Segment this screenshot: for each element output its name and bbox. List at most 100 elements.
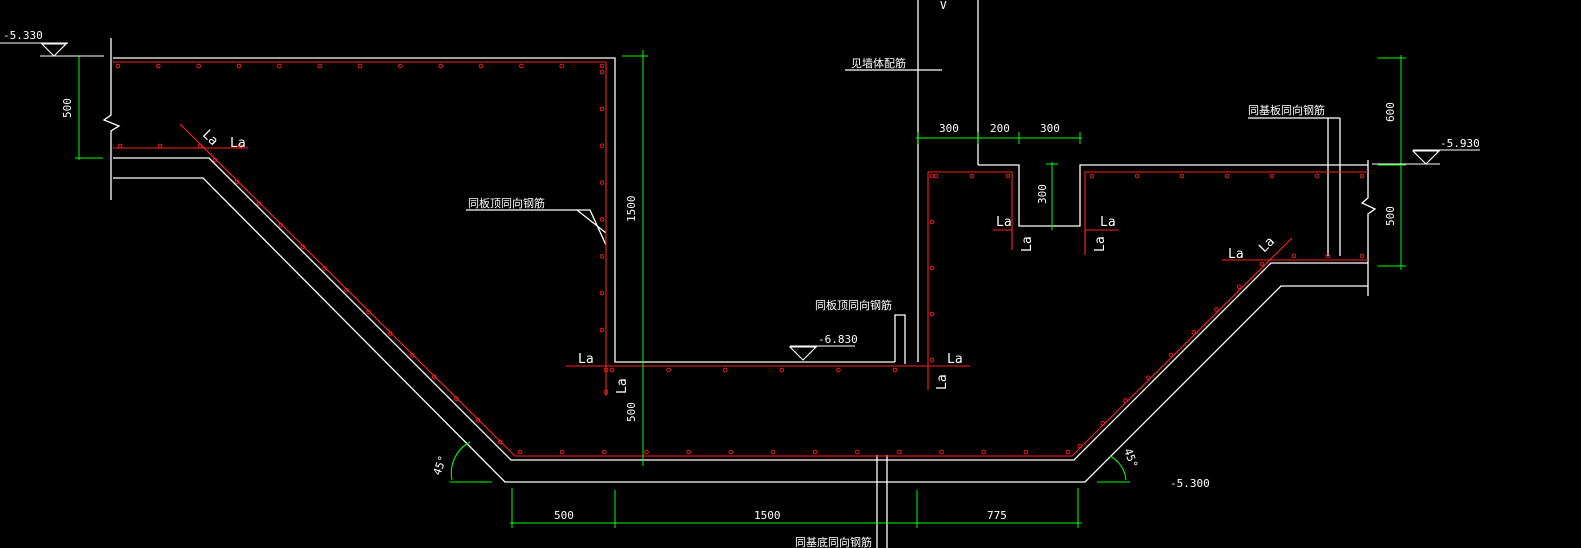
rebar-dot — [892, 367, 898, 373]
rebar-dot — [517, 449, 523, 455]
rebar-dot — [779, 367, 785, 373]
rebar-dot — [929, 357, 935, 363]
rebar-dot — [256, 201, 262, 206]
rebar-dot — [644, 449, 649, 455]
rebar-dot — [1224, 173, 1230, 179]
elev-pit-triangle — [788, 346, 818, 361]
rebar-dot — [1269, 173, 1275, 179]
rebar-dot — [366, 309, 371, 315]
rebar-dot — [609, 367, 615, 373]
rebar-dot — [1236, 284, 1242, 290]
rebar-dot — [453, 396, 459, 401]
dim-text-mid-1500: 1500 — [625, 196, 638, 223]
rebar-dot — [599, 254, 605, 259]
la-label-groove-left-vert: La — [1020, 236, 1035, 252]
rebar-dot — [1134, 173, 1140, 179]
la-label-groove-left: La — [996, 215, 1012, 230]
rebar-dot — [196, 63, 201, 69]
outline-right-break — [1360, 160, 1377, 296]
rebar-dot — [728, 449, 734, 455]
rebar-dot — [929, 311, 935, 317]
rebar-dot — [1168, 352, 1174, 358]
note-slab-top-pit: 同板顶同向钢筋 — [815, 298, 892, 312]
rebar-dot — [836, 367, 841, 373]
rebar-dot — [234, 179, 240, 184]
rebar-dot — [603, 367, 609, 373]
rebar-dot — [1145, 375, 1151, 381]
elev-top-left-triangle — [40, 43, 68, 57]
rebar-dot — [599, 106, 605, 112]
rebar-dot — [1100, 421, 1105, 426]
rebar-dot — [602, 449, 607, 455]
rebar-dot — [277, 63, 282, 69]
la-label-pit-right: La — [947, 352, 963, 367]
rebar-dot — [666, 367, 671, 373]
rebar-dot — [599, 290, 605, 296]
dim-text-right-500: 500 — [1384, 206, 1397, 226]
la-label-right-lap: La — [1228, 247, 1244, 262]
rebar-dot — [478, 63, 484, 69]
la-label-pit-left-vert: La — [615, 378, 630, 394]
rebar-dot — [344, 287, 349, 293]
rebar-dot — [686, 449, 691, 455]
rebar-dot — [1089, 173, 1095, 179]
dim-text-bottom-1500: 1500 — [754, 509, 781, 522]
note-slab-bottom: 同基底同向钢筋 — [795, 535, 872, 548]
rebar-dot — [929, 173, 935, 179]
rebar-dot — [1359, 173, 1365, 179]
rebar-dot — [475, 418, 481, 423]
la-label-pit-right-vert: La — [935, 374, 950, 390]
rebar-dot — [1359, 253, 1365, 259]
rebar-dot — [933, 173, 939, 179]
rebar-dot — [812, 449, 818, 455]
dim-text-top-300a: 300 — [939, 122, 959, 135]
rebar-dot — [115, 63, 121, 69]
rebar-dots — [115, 63, 1365, 455]
elevation-top-left: -5.330 — [3, 29, 43, 42]
rebar-dot — [929, 219, 935, 225]
rebar-dot — [438, 63, 443, 69]
elevation-pit-bottom: -6.830 — [818, 333, 858, 346]
rebar-dot — [559, 63, 564, 69]
rebar-dot — [722, 367, 728, 373]
rebar-dot — [981, 449, 986, 455]
rebar-dot — [599, 217, 605, 222]
rebar-dot — [317, 63, 322, 69]
rebar-dot — [519, 63, 524, 69]
rebar-dot — [599, 180, 605, 185]
dim-text-left-500: 500 — [61, 98, 74, 118]
texts: V -5.330 -5.930 -6.830 -5.300 500 1500 5… — [3, 0, 1480, 548]
rebar-dot — [1179, 173, 1185, 179]
rebar-dot — [117, 143, 123, 149]
angle-label-right: 45° — [1121, 447, 1140, 470]
rebar-dot — [357, 63, 363, 69]
la-label-groove-right-vert: La — [1093, 236, 1108, 252]
rebar-pit-right — [927, 171, 1013, 390]
la-label-left-lap: La — [230, 136, 246, 151]
angle-arc-right — [1109, 455, 1127, 481]
marker-v: V — [940, 0, 947, 12]
outline-slope-lower — [113, 177, 1368, 483]
rebar-dot — [1023, 449, 1029, 455]
rebar-dot — [300, 244, 305, 250]
rebar-bottom — [179, 123, 1293, 457]
rebar-dot — [939, 449, 944, 455]
elevation-bottom-right: -5.300 — [1170, 477, 1210, 490]
rebar-top-slab — [113, 61, 607, 367]
rebar-dot — [603, 389, 609, 395]
dim-text-right-600: 600 — [1384, 102, 1397, 122]
rebar-dot — [854, 449, 860, 455]
rebar-dot — [1314, 173, 1320, 179]
rebar-dot — [1325, 253, 1331, 259]
rebar-dot — [212, 157, 218, 163]
dim-text-mid-500: 500 — [625, 402, 638, 422]
rebar-dot — [1214, 307, 1219, 312]
rebar-dot — [398, 63, 403, 69]
rebar-dot — [897, 449, 902, 455]
dim-text-groove-300: 300 — [1036, 184, 1049, 204]
elevation-top-right: -5.930 — [1440, 137, 1480, 150]
elev-right-triangle — [1411, 150, 1441, 165]
dim-text-top-200: 200 — [990, 122, 1010, 135]
note-wall-rebar: 见墙体配筋 — [851, 56, 906, 70]
